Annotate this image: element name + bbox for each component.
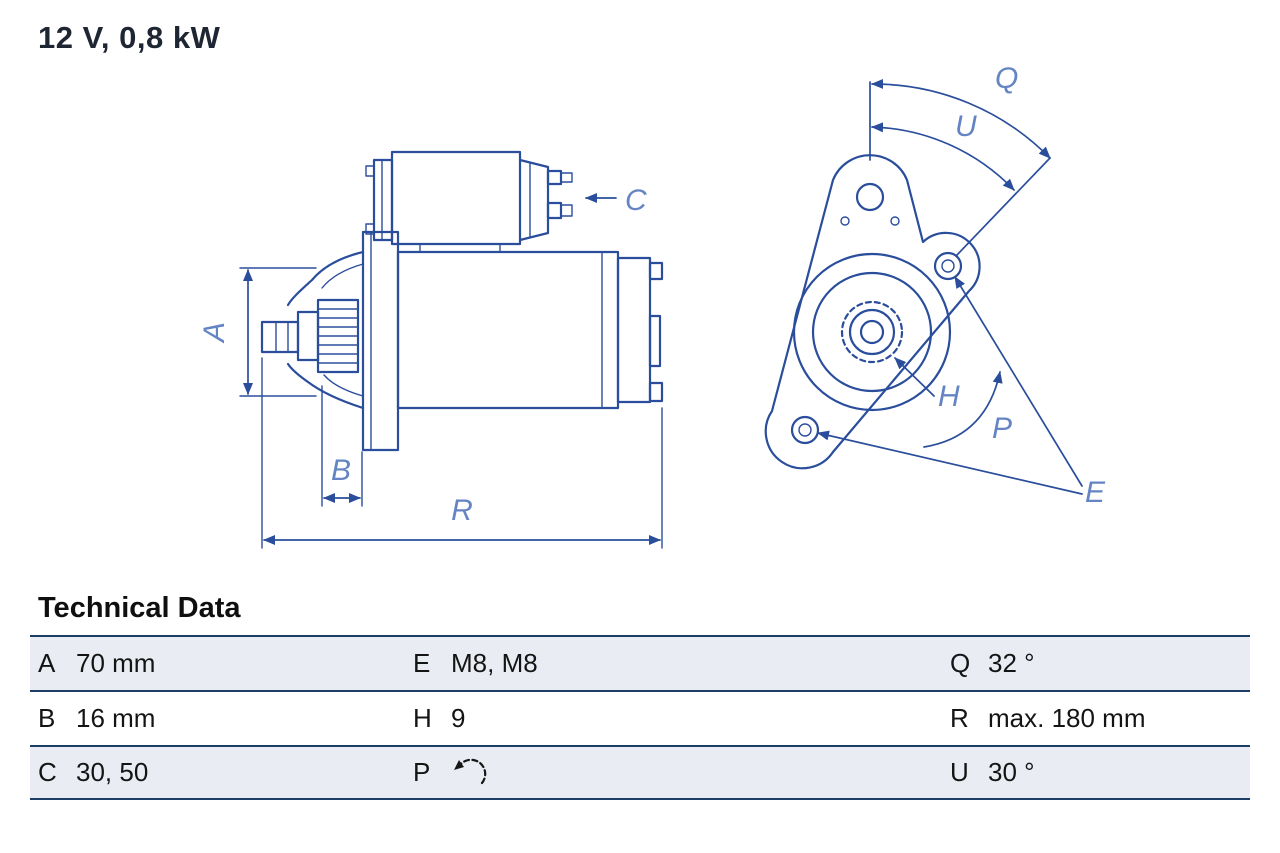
spec-value-q: 32 ° bbox=[988, 648, 1035, 678]
spec-key-h: H bbox=[413, 703, 432, 733]
page-title: 12 V, 0,8 kW bbox=[38, 20, 221, 55]
spec-key-u: U bbox=[950, 757, 969, 787]
table-row: B 16 mm H 9 R max. 180 mm bbox=[30, 690, 1250, 745]
spec-value-e: M8, M8 bbox=[451, 648, 538, 678]
spec-value-a: 70 mm bbox=[76, 648, 156, 678]
spec-value-u: 30 ° bbox=[988, 757, 1035, 787]
technical-drawing: A B C R Q bbox=[198, 62, 1106, 549]
dimension-label-u: U bbox=[955, 110, 977, 143]
table-row: A 70 mm E M8, M8 Q 32 ° bbox=[30, 635, 1250, 690]
dimension-label-q: Q bbox=[995, 62, 1018, 95]
technical-data-section: Technical Data A 70 mm E M8, M8 Q 32 ° B… bbox=[0, 592, 1280, 800]
dimension-label-b: B bbox=[331, 454, 351, 487]
technical-data-heading: Technical Data bbox=[38, 592, 241, 624]
starter-side-view: A B C R bbox=[198, 150, 664, 549]
spec-value-c: 30, 50 bbox=[76, 757, 149, 787]
table-row: C 30, 50 P U 30 ° bbox=[30, 745, 1250, 800]
spec-value-b: 16 mm bbox=[76, 703, 156, 733]
rotation-direction-value bbox=[441, 747, 942, 798]
spec-key-b: B bbox=[38, 703, 56, 733]
spec-key-p: P bbox=[413, 757, 431, 787]
spec-key-e: E bbox=[413, 648, 431, 678]
dimension-label-e: E bbox=[1085, 476, 1106, 509]
spec-value-r: max. 180 mm bbox=[988, 703, 1146, 733]
spec-key-c: C bbox=[38, 757, 57, 787]
dimension-label-c: C bbox=[625, 184, 647, 217]
dimension-label-a: A bbox=[198, 322, 231, 344]
spec-key-q: Q bbox=[950, 648, 971, 678]
dimension-label-h: H bbox=[938, 380, 960, 413]
spec-key-r: R bbox=[950, 703, 969, 733]
spec-key-a: A bbox=[38, 648, 56, 678]
rotation-ccw-icon bbox=[454, 758, 487, 784]
starter-front-view: Q U H P E bbox=[764, 62, 1106, 509]
dimension-label-r: R bbox=[451, 494, 473, 527]
spec-value-h: 9 bbox=[451, 703, 466, 733]
dimension-label-p: P bbox=[992, 412, 1012, 445]
